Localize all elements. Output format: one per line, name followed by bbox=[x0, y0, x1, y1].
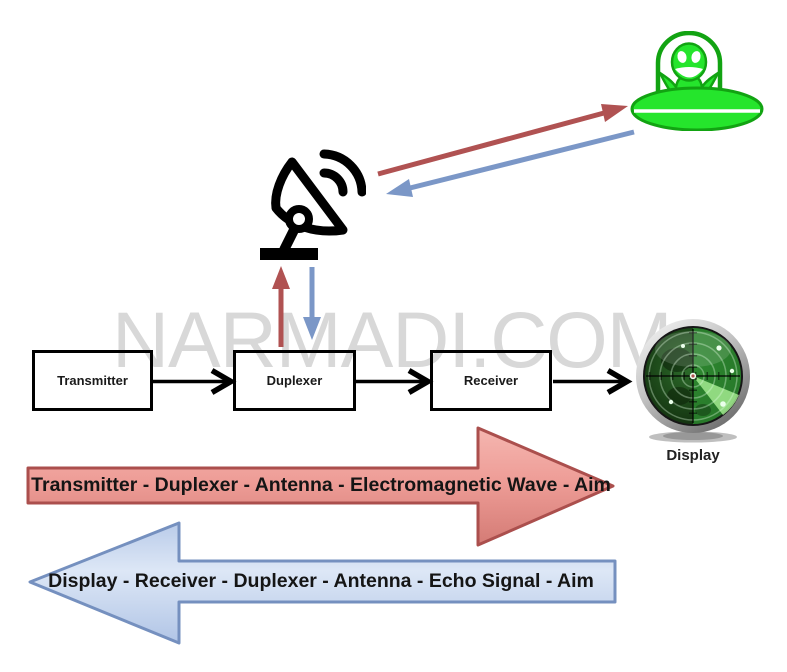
receiver-to-display-arrow bbox=[553, 368, 633, 395]
antenna-to-duplexer-arrow bbox=[303, 267, 321, 340]
display-label: Display bbox=[666, 447, 720, 464]
watermark: NARMADI.COM bbox=[112, 295, 673, 384]
block-transmitter-label: Transmitter bbox=[57, 373, 128, 388]
echo-signal-arrow bbox=[386, 129, 635, 197]
transmit-banner-arrow bbox=[26, 426, 615, 547]
receive-banner-label: Display - Receiver - Duplexer - Antenna … bbox=[48, 570, 594, 592]
alien-ufo-icon bbox=[630, 31, 764, 131]
radar-screen-icon bbox=[636, 319, 750, 443]
block-duplexer-label: Duplexer bbox=[266, 373, 323, 388]
satellite-dish-icon bbox=[260, 149, 366, 260]
transmit-banner-label: Transmitter - Duplexer - Antenna - Elect… bbox=[31, 474, 611, 496]
duplexer-to-antenna-arrow bbox=[272, 266, 290, 347]
block-transmitter: Transmitter bbox=[32, 350, 153, 411]
electromagnetic-wave-arrow bbox=[377, 104, 628, 177]
receive-banner-arrow bbox=[28, 521, 617, 645]
duplexer-to-receiver-arrow bbox=[356, 368, 434, 395]
block-receiver-label: Receiver bbox=[463, 373, 519, 388]
transmitter-to-duplexer-arrow bbox=[153, 368, 237, 395]
